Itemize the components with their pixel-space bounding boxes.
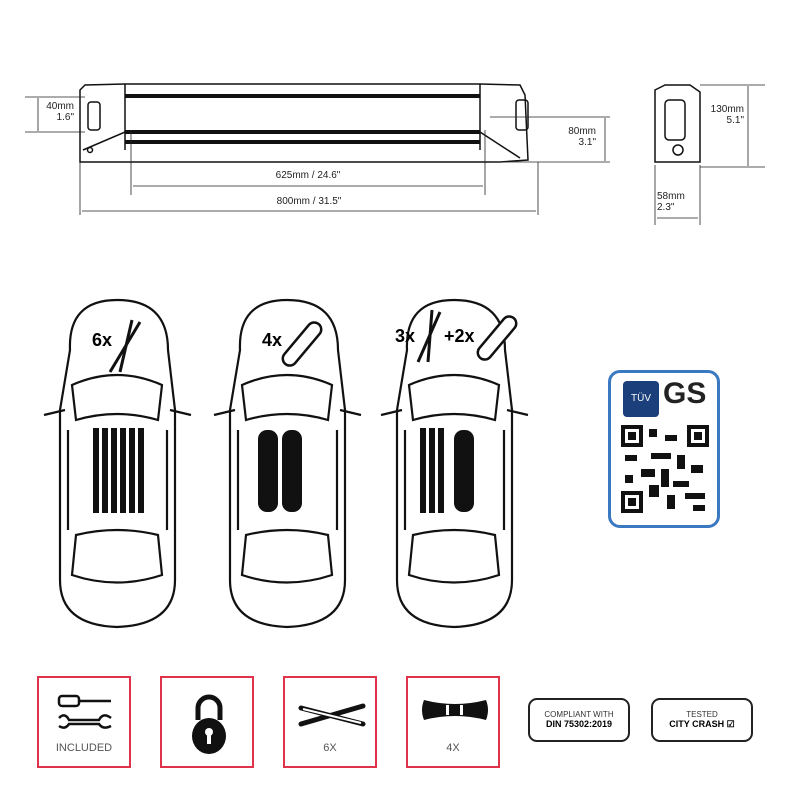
car-3-ski-capacity: 3x xyxy=(395,326,416,346)
feature-snowboards: 4X xyxy=(406,676,500,768)
skis-load-1 xyxy=(93,428,144,513)
feature-skis: 6X xyxy=(283,676,377,768)
check-circle-icon: ☑ xyxy=(726,719,735,729)
badge-bottom-text: DIN 75302:2019 xyxy=(545,719,613,729)
dim-in: 2.3" xyxy=(657,202,675,213)
badge-bottom-line: CITY CRASH ☑ xyxy=(653,719,751,730)
cars-top-view xyxy=(42,298,530,629)
car-1-capacity: 6x xyxy=(92,330,113,350)
board-symbols xyxy=(281,315,518,367)
feature-tools-included: INCLUDED xyxy=(37,676,131,768)
badge-top-text: COMPLIANT WITH xyxy=(544,710,614,719)
dim-mm: 130mm xyxy=(710,104,744,115)
feature-label: INCLUDED xyxy=(55,742,113,754)
mixed-load-3 xyxy=(420,428,474,513)
dim-mm: 40mm xyxy=(46,101,74,112)
carrier-side-view xyxy=(25,83,765,225)
ski-symbols xyxy=(108,309,442,373)
dim-in: 1.6" xyxy=(56,112,74,123)
car-3-board-capacity: +2x xyxy=(444,326,475,346)
badge-bottom-text: CITY CRASH xyxy=(669,719,725,729)
dim-in: 5.1" xyxy=(726,115,744,126)
badge-top-text: TESTED xyxy=(686,710,718,719)
inner-length-dimension: 625mm / 24.6" xyxy=(275,170,341,181)
dim-mm: 58mm xyxy=(657,191,685,202)
feature-lock xyxy=(160,676,254,768)
feature-label: 6X xyxy=(323,742,337,754)
tools-icon xyxy=(57,694,112,729)
tuv-logo: TÜV xyxy=(623,381,659,417)
certification-badge: TÜV GS xyxy=(608,370,720,528)
snowboard-icon xyxy=(422,700,488,720)
feature-label: 4X xyxy=(446,742,460,754)
outer-length-dimension: 800mm / 31.5" xyxy=(276,196,342,207)
qr-code xyxy=(621,425,709,513)
snowboards-load-2 xyxy=(258,430,302,512)
car-2-capacity: 4x xyxy=(262,330,283,350)
lock-icon xyxy=(192,694,226,754)
dim-in: 3.1" xyxy=(578,137,596,148)
skis-icon xyxy=(298,703,366,727)
dim-mm: 80mm xyxy=(568,126,596,137)
gs-logo: GS xyxy=(663,377,707,410)
car-1 xyxy=(42,298,193,629)
